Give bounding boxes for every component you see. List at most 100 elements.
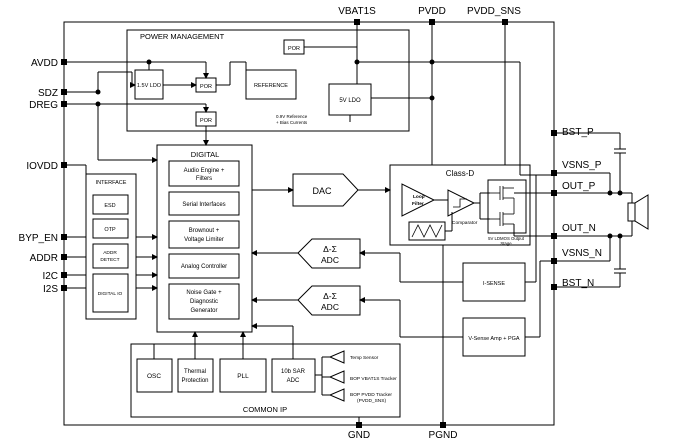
pin-pvdd-label: PVDD xyxy=(418,6,446,17)
triangle-wave-icon xyxy=(411,224,443,238)
pin-dreg-label: DREG xyxy=(29,100,58,111)
vsense-label: V-Sense Amp + PGA xyxy=(468,336,520,342)
pin-sdz-label: SDZ xyxy=(38,88,58,99)
node-out-n-b xyxy=(617,233,623,239)
comparator-amp xyxy=(447,189,476,217)
pin-iovdd-marker xyxy=(61,162,67,168)
comparator-label: Comparator xyxy=(452,220,478,226)
isense-label: I-SENSE xyxy=(483,281,505,287)
comparator-hysteresis-icon xyxy=(453,198,467,208)
reference-label: REFERENCE xyxy=(254,83,288,89)
pin-vsns-n-label: VSNS_N xyxy=(562,248,602,259)
interface-title: INTERFACE xyxy=(96,180,127,186)
pin-i2s-label: I2S xyxy=(43,284,58,295)
node-pvdd xyxy=(429,95,435,101)
sensor-wiring xyxy=(315,356,330,396)
addr-detect-label-2: DETECT xyxy=(100,257,119,263)
pin-pvdd-marker xyxy=(429,19,435,25)
common-ip-title: COMMON IP xyxy=(243,405,287,414)
reference-box xyxy=(245,69,297,100)
pin-gnd-marker xyxy=(356,422,362,428)
thermal-protection-label-1: Thermal xyxy=(184,369,206,375)
pin-pgnd-marker xyxy=(440,422,446,428)
adc2-label-1: Δ-Σ xyxy=(323,291,337,301)
osc-label: OSC xyxy=(147,373,161,380)
pin-out-n-marker xyxy=(551,233,557,239)
common-ip-block xyxy=(130,343,401,418)
sar-adc-label-2: ADC xyxy=(287,378,300,384)
pin-i2c-label: I2C xyxy=(42,271,58,282)
classd-title: Class-D xyxy=(446,169,475,178)
pin-pvdd-sns-label: PVDD_SNS xyxy=(467,6,521,17)
pin-out-p-marker xyxy=(551,190,557,196)
pin-vbat1s-marker xyxy=(354,19,360,25)
bst-p-capacitor xyxy=(557,132,626,193)
pin-avdd-marker xyxy=(61,59,67,65)
bop-pvdd-label-2: (PVDD_SNS) xyxy=(357,398,386,404)
interface-wiring xyxy=(67,236,86,289)
por-top-label: POR xyxy=(288,46,300,52)
reference-note-1: 0.9V Reference xyxy=(276,114,308,119)
reference-note-2: + Bias Currents xyxy=(276,120,308,125)
dac-label: DAC xyxy=(312,186,332,196)
pin-addr-marker xyxy=(61,254,67,260)
pin-vsns-p-label: VSNS_P xyxy=(562,160,602,171)
output-stage-label-2: Stage xyxy=(500,241,512,246)
digital-io-box xyxy=(92,273,129,313)
sense-wiring xyxy=(359,175,551,338)
speaker-icon xyxy=(627,194,649,230)
pin-out-p-label: OUT_P xyxy=(562,181,596,192)
node-out-p-b xyxy=(617,190,623,196)
power-management-title: POWER MANAGEMENT xyxy=(140,32,225,41)
sar-adc-label-1: 10b SAR xyxy=(281,369,306,375)
pin-i2c-marker xyxy=(61,272,67,278)
por-mid-label: POR xyxy=(200,84,212,90)
serial-interfaces-box xyxy=(168,191,240,216)
pin-vsns-n-marker xyxy=(551,258,557,264)
power-management-block xyxy=(126,29,410,132)
noise-gate-label-2: Diagnostic xyxy=(190,299,218,305)
pin-bst-p-marker xyxy=(551,130,557,136)
esd-label: ESD xyxy=(104,203,115,209)
brownout-label-2: Voltage Limiter xyxy=(184,237,224,243)
bst-n-capacitor xyxy=(557,236,626,288)
ground-wiring xyxy=(358,245,444,422)
addr-detect-label-1: ADDR xyxy=(103,250,117,256)
node-avdd xyxy=(146,59,152,65)
pin-vbat1s-label: VBAT1S xyxy=(338,6,376,17)
node-out-n xyxy=(607,233,613,239)
sar-adc-box xyxy=(271,358,316,393)
chip-outline xyxy=(63,21,555,426)
node-dreg xyxy=(95,101,101,107)
power-wiring xyxy=(67,25,521,175)
sensor-buffers xyxy=(328,350,345,402)
thermal-protection-box xyxy=(177,358,214,393)
node-sdz xyxy=(95,89,101,95)
pin-pgnd-label: PGND xyxy=(429,430,458,441)
adc2-label-2: ADC xyxy=(321,302,339,312)
bop-vbat-label: BOP VBAT1S Tracker xyxy=(350,376,397,382)
pin-byp-en-marker xyxy=(61,234,67,240)
audio-engine-label-2: Filters xyxy=(196,176,212,182)
brownout-label-1: Brownout + xyxy=(189,228,220,234)
analog-controller-box xyxy=(168,253,240,279)
analog-controller-label: Analog Controller xyxy=(181,264,227,270)
output-stage-transistors xyxy=(490,186,515,226)
ldo-5-box xyxy=(328,83,372,116)
pin-dreg-marker xyxy=(61,101,67,107)
interface-digital-arrows xyxy=(136,234,158,291)
digital-io-label: DIGITAL IO xyxy=(98,291,123,297)
isense-box xyxy=(462,262,526,302)
pin-pvdd-sns-marker xyxy=(502,19,508,25)
digital-title: DIGITAL xyxy=(191,150,220,159)
pin-iovdd-label: IOVDD xyxy=(26,161,58,172)
output-stage-label-1: 5V LDMOS Output xyxy=(488,236,525,241)
noise-gate-label-3: Generator xyxy=(190,308,217,314)
loop-filter-label-2: Filter xyxy=(412,201,424,207)
pin-bst-n-marker xyxy=(551,284,557,290)
pin-bst-n-label: BST_N xyxy=(562,278,594,289)
pin-gnd-label: GND xyxy=(348,430,370,441)
pin-sdz-marker xyxy=(61,89,67,95)
ldo-15-box xyxy=(134,69,164,100)
